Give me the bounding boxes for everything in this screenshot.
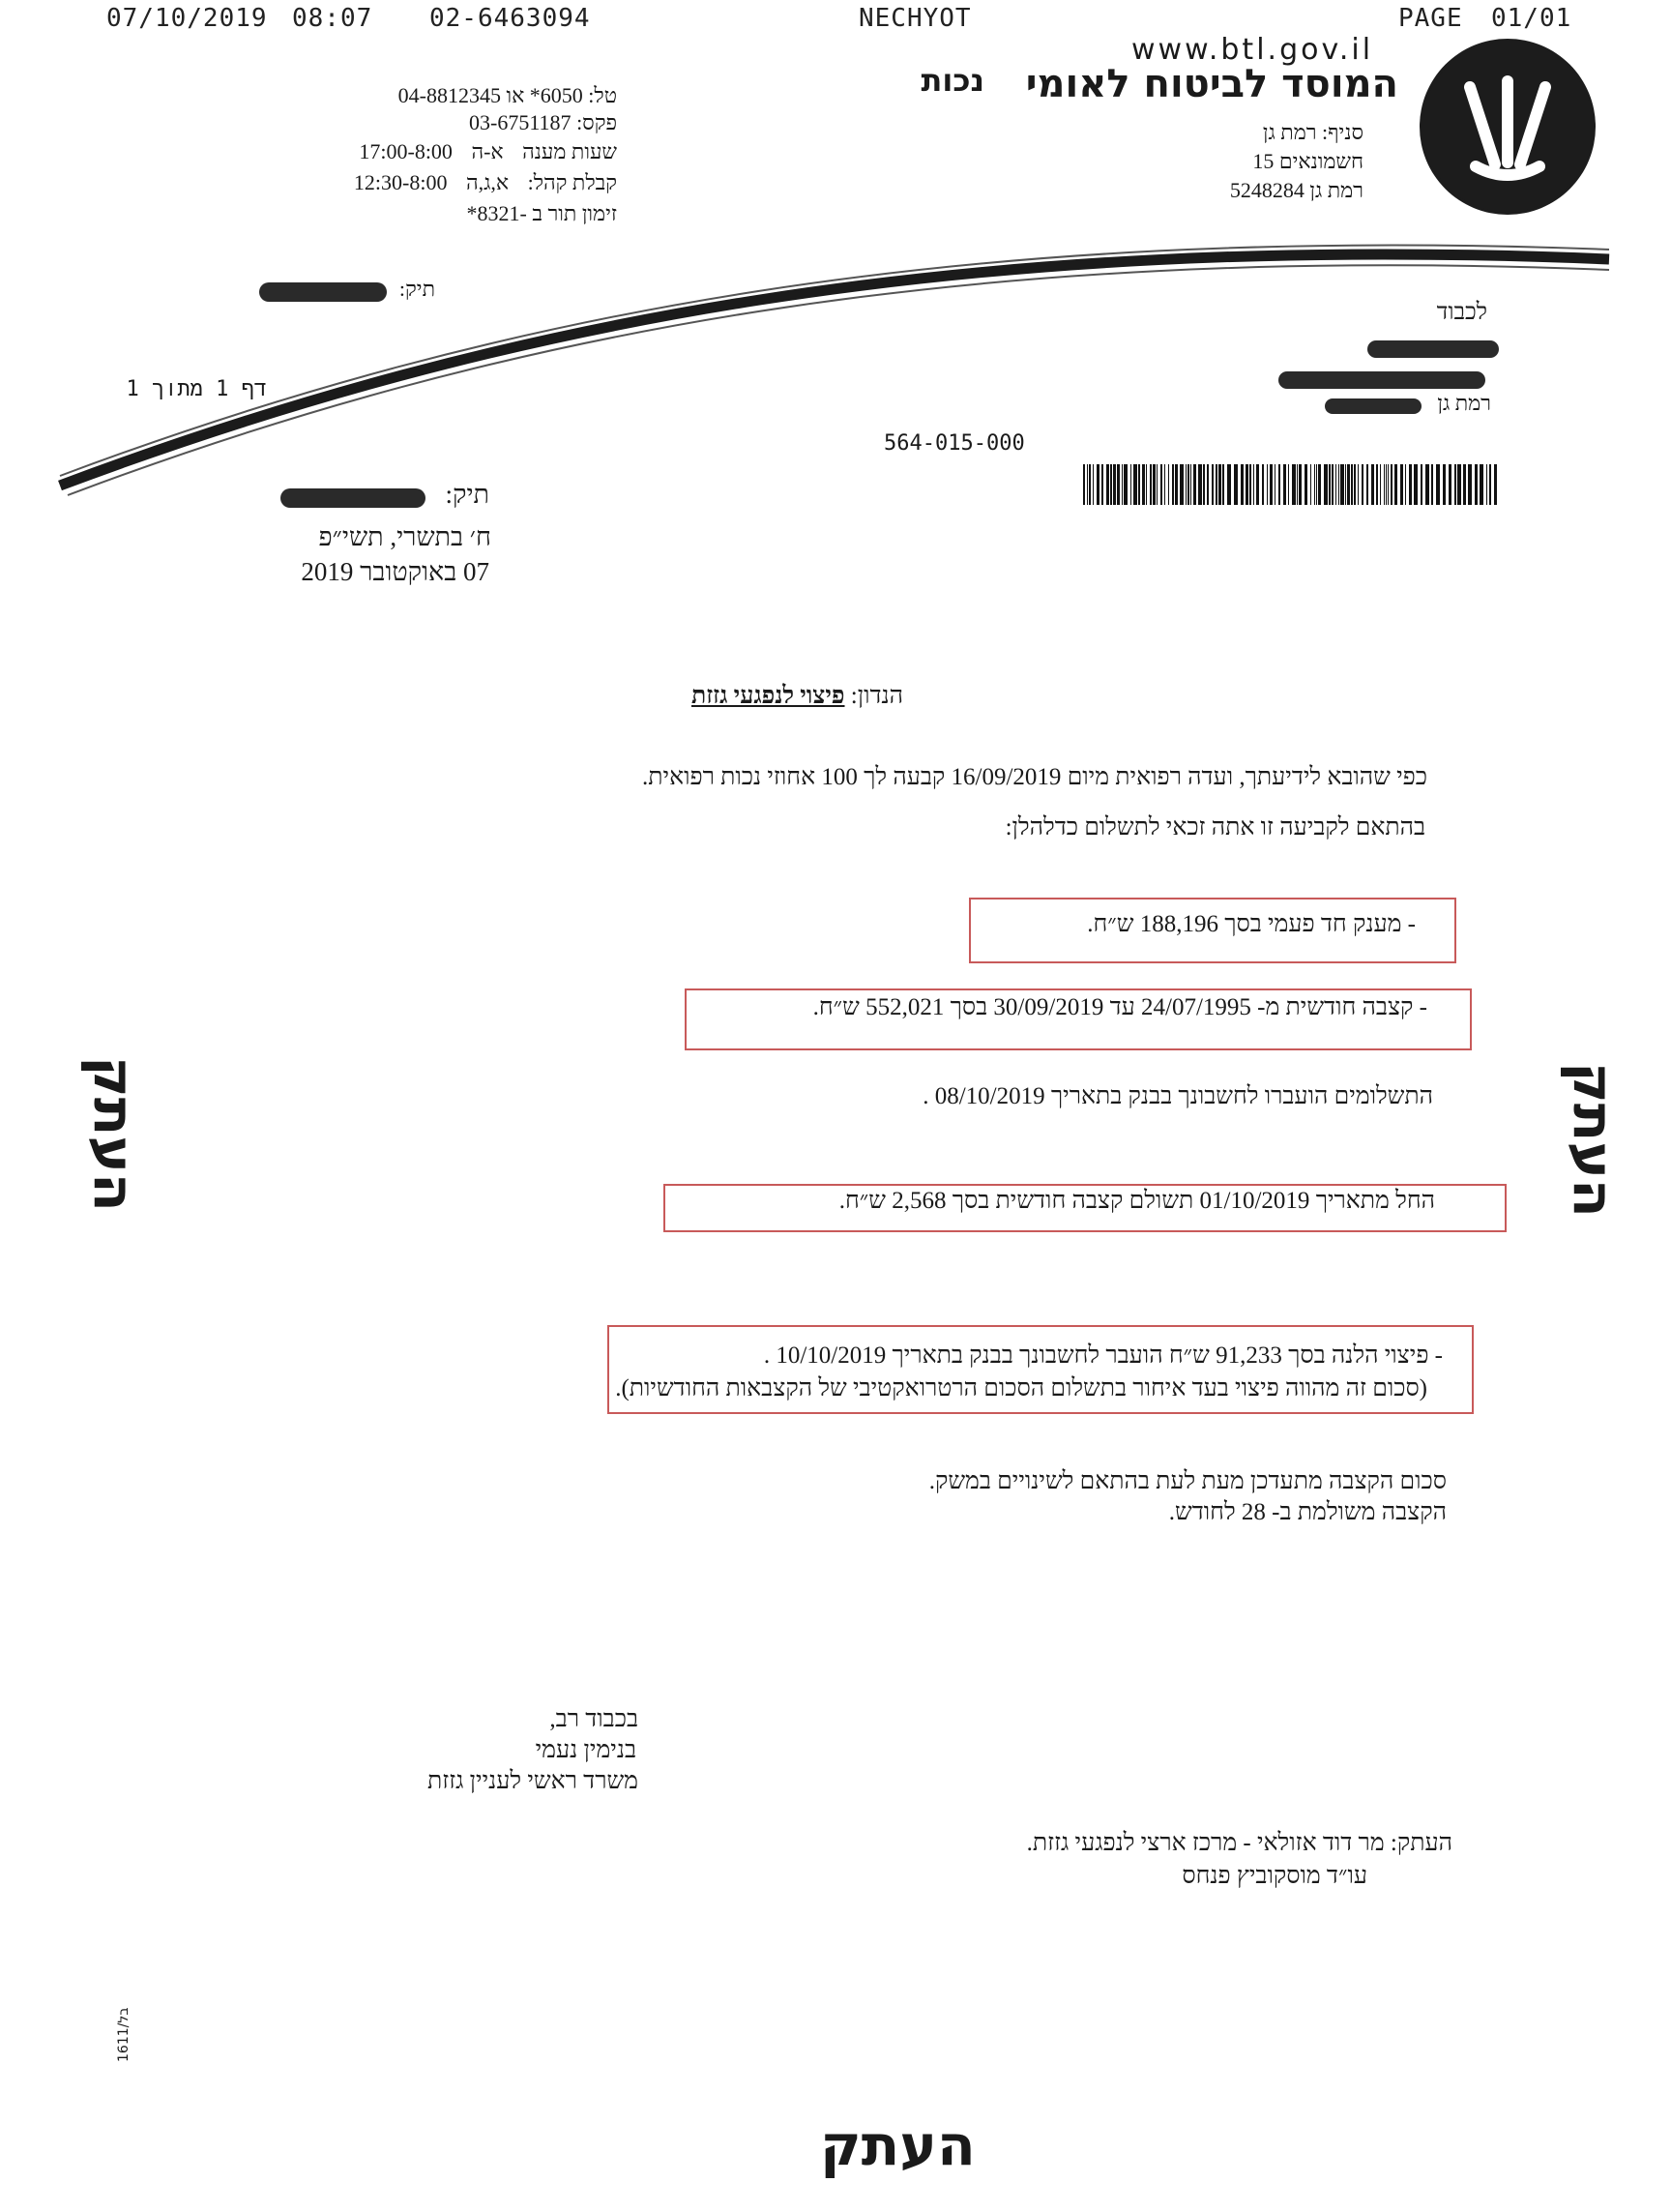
envelope-window-curve (58, 244, 1610, 496)
org-name: המוסד לביטוח לאומי (1025, 62, 1398, 106)
branch-street: חשמונאים 15 (1252, 149, 1363, 173)
contact-phone: טל: 6050* או 04-8812345 (397, 83, 617, 107)
redacted-file-number (280, 488, 425, 508)
org-logo-icon (1420, 39, 1596, 215)
fax-phone: 02-6463094 (429, 4, 591, 33)
gregorian-date: 07 באוקטובר 2019 (301, 557, 489, 586)
redacted-file-number-top (259, 282, 387, 302)
hours-days: א-ה (471, 139, 504, 163)
reception-days: א,ג,ה (465, 170, 510, 194)
hours-label: שעות מענה (522, 139, 617, 163)
file-label-top: תיק: (398, 277, 435, 301)
cc-lawyer: עו״ד מוסקוביץ פנחס (1182, 1863, 1367, 1889)
org-department: נכות (921, 62, 984, 99)
subject-text: פיצוי לנפגעי גזזת (690, 683, 845, 709)
copy-stamp-left: העתק (81, 1056, 147, 1212)
cc-line: העתק: מר דוד אזולאי - מרכז ארצי לנפגעי ג… (1026, 1830, 1452, 1856)
barcode (1083, 464, 1499, 505)
signer-name: בנימין נעמי (535, 1737, 636, 1763)
reception-time: 12:30-8:00 (353, 170, 448, 194)
redacted-recipient-street (1278, 371, 1485, 389)
paragraph-entitlement: בהתאם לקביעה זו אתה זכאי לתשלום כדלהלן: (1005, 814, 1425, 841)
paragraph-committee: כפי שהובא לידיעתך, ועדה רפואית מיום 16/0… (642, 764, 1427, 790)
copy-stamp-bottom: העתק (820, 2112, 976, 2178)
contact-fax: פקס: 03-6751187 (469, 110, 617, 134)
contact-reception: קבלת קהל: א,ג,ה 12:30-8:00 (354, 170, 617, 195)
reception-label: קבלת קהל: (527, 170, 617, 194)
org-website: www.btl.gov.il (1131, 33, 1374, 67)
highlight-box-monthly (663, 1184, 1507, 1232)
late-compensation-note: (סכום זה מהווה פיצוי בעד איחור בתשלום הס… (615, 1375, 1427, 1401)
fax-sender: NECHYOT (859, 4, 972, 33)
redacted-recipient-name (1367, 340, 1499, 358)
item-monthly-retro: - קצבה חודשית מ- 24/07/1995 עד 30/09/201… (812, 994, 1427, 1020)
fax-page-number: 01/01 (1491, 4, 1572, 33)
hours-time: 17:00-8:00 (359, 139, 453, 163)
file-label: תיק: (445, 480, 490, 509)
update-line: סכום הקצבה מתעדכן מעת לעת בהתאם לשינויים… (928, 1468, 1447, 1494)
highlight-box-monthly-retro (685, 988, 1472, 1050)
recipient-city: רמת גן (1437, 391, 1491, 415)
subject-label: הנדון: (850, 683, 903, 709)
page-count: דף 1 מתוך 1 (126, 377, 267, 401)
copy-stamp-right: העתק (1561, 1062, 1627, 1218)
fax-time: 08:07 (292, 4, 373, 33)
late-compensation-line: - פיצוי הלנה בסך 91,233 ש״ח הועבר לחשבונ… (763, 1342, 1443, 1369)
redacted-recipient-zip (1325, 398, 1422, 414)
form-code: בל/1611 (116, 2007, 132, 2062)
contact-appointment: זימון תור ב -8321* (466, 201, 617, 225)
barcode-number: 564-015-000 (884, 431, 1025, 456)
fax-date: 07/10/2019 (106, 4, 268, 33)
highlight-box-late-compensation (607, 1325, 1474, 1414)
item-one-time-grant: - מענק חד פעמי בסך 188,196 ש״ח. (1087, 911, 1416, 937)
subject-line: הנדון: פיצוי לנפגעי גזזת (691, 683, 903, 710)
signer-title: משרד ראשי לעניין גזזת (426, 1768, 638, 1794)
contact-hours: שעות מענה א-ה 17:00-8:00 (359, 139, 617, 164)
highlight-box-grant (969, 898, 1456, 963)
transfer-date-line: התשלומים הועברו לחשבונך בבנק בתאריך 08/1… (923, 1083, 1433, 1109)
branch-city: רמת גן 5248284 (1229, 178, 1363, 202)
payment-day-line: הקצבה משולמת ב- 28 לחודש. (1168, 1499, 1447, 1525)
branch-line: סניף: רמת גן (1262, 120, 1363, 144)
closing: בכבוד רב, (549, 1706, 638, 1732)
recipient-to: לכבוד (1436, 300, 1487, 325)
hebrew-date: ח׳ בתשרי, תשי״פ (318, 522, 491, 551)
monthly-pension-line: החל מתאריך 01/10/2019 תשולם קצבה חודשית … (838, 1188, 1435, 1214)
fax-page-label: PAGE (1398, 4, 1463, 33)
